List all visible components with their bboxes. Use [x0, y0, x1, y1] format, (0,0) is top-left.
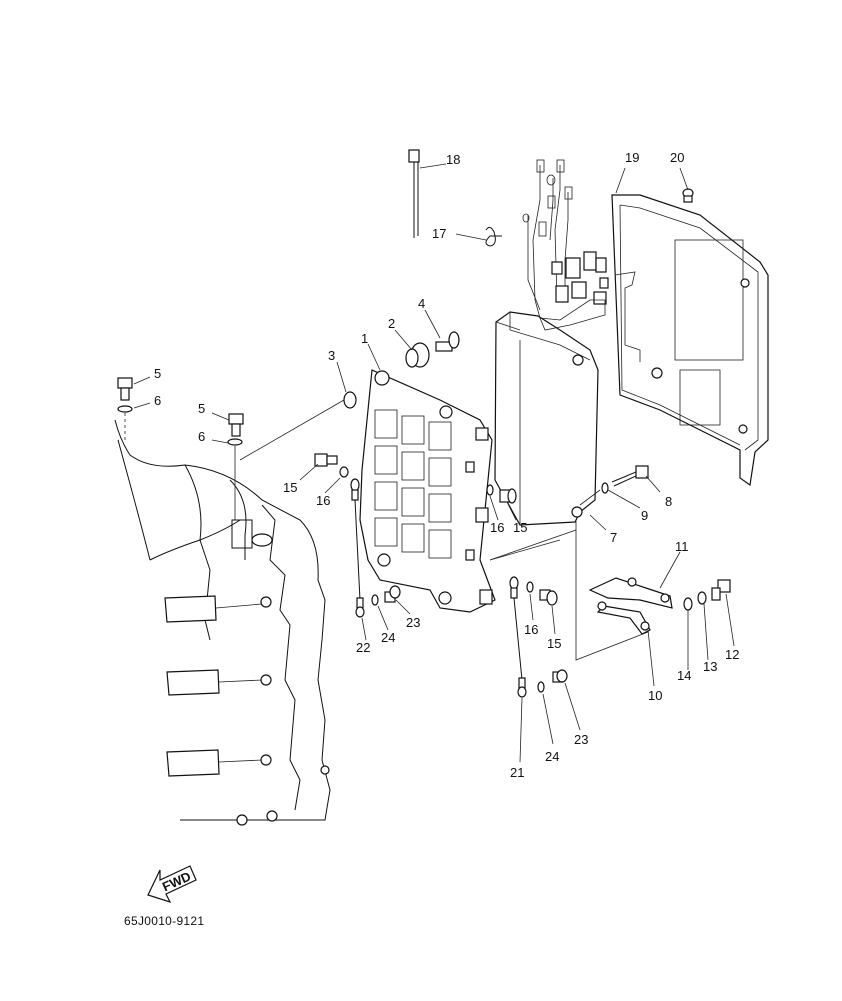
callout-23-left: 23: [406, 615, 420, 630]
bolt-12: [711, 579, 731, 601]
bracket-11: [588, 577, 673, 609]
callout-2: 2: [388, 316, 395, 331]
callout-3: 3: [328, 348, 335, 363]
washer-16-right: [526, 581, 534, 593]
assembly-lines: [489, 520, 649, 661]
fwd-arrow-icon: FWD: [147, 865, 197, 904]
engine-block: [114, 419, 331, 826]
cable-tie-18: [408, 149, 420, 238]
washer-24-right: [537, 681, 545, 693]
washer-13: [697, 591, 707, 605]
callout-6-upper: 6: [154, 393, 161, 408]
lead-wire-22: [350, 478, 365, 618]
callout-12: 12: [725, 647, 739, 662]
callout-15-mid: 15: [513, 520, 527, 535]
bolt-15-right: [539, 589, 558, 606]
bolt-5-lower: [227, 413, 244, 520]
callout-15-left: 15: [283, 480, 297, 495]
washer-24-left: [371, 594, 379, 606]
callout-5-lower: 5: [198, 401, 205, 416]
screw-4: [435, 331, 460, 352]
screw-20: [682, 188, 694, 203]
callout-1: 1: [361, 331, 368, 346]
callout-24-right: 24: [545, 749, 559, 764]
callout-9: 9: [641, 508, 648, 523]
bolt-15-mid: [499, 488, 517, 504]
washer-14: [683, 597, 693, 611]
drawing-code: 65J0010-9121: [124, 914, 205, 928]
callout-13: 13: [703, 659, 717, 674]
callout-10: 10: [648, 688, 662, 703]
callout-14: 14: [677, 668, 691, 683]
bolt-5-upper: [117, 377, 133, 440]
bolt-8: [611, 465, 649, 487]
bolt-23-right: [552, 669, 568, 683]
grommet-3: [239, 391, 357, 461]
cover-19: [611, 194, 769, 487]
fwd-label: FWD: [160, 869, 193, 895]
damper-2: [405, 342, 430, 368]
washer-16-mid: [486, 484, 494, 496]
callout-24-left: 24: [381, 630, 395, 645]
callout-11: 11: [675, 539, 689, 554]
bolt-15-left: [314, 453, 338, 467]
callout-6-lower: 6: [198, 429, 205, 444]
callout-16-mid: 16: [490, 520, 504, 535]
callout-8: 8: [665, 494, 672, 509]
callout-21: 21: [510, 765, 524, 780]
callout-5-upper: 5: [154, 366, 161, 381]
callout-7: 7: [610, 530, 617, 545]
callout-20: 20: [670, 150, 684, 165]
washer-16-left: [339, 466, 349, 478]
leader-lines: [133, 163, 735, 763]
clip-17: [485, 226, 502, 247]
callout-16-right: 16: [524, 622, 538, 637]
callout-23-right: 23: [574, 732, 588, 747]
bracket-plate-1: [359, 369, 496, 613]
washer-9: [579, 482, 609, 506]
bracket-10: [596, 601, 651, 635]
callout-15-right: 15: [547, 636, 561, 651]
callout-22: 22: [356, 640, 370, 655]
callout-numbers: 1 2 3 4 5 6 5 6 7 8 9 10 11 12 13 14 15 …: [154, 150, 739, 780]
bolt-23-left: [384, 585, 401, 603]
callout-17: 17: [432, 226, 446, 241]
callout-4: 4: [418, 296, 425, 311]
callout-19: 19: [625, 150, 639, 165]
lead-wire-21: [509, 576, 527, 698]
callout-16-left: 16: [316, 493, 330, 508]
cdi-unit-7: [494, 159, 609, 526]
callout-18: 18: [446, 152, 460, 167]
